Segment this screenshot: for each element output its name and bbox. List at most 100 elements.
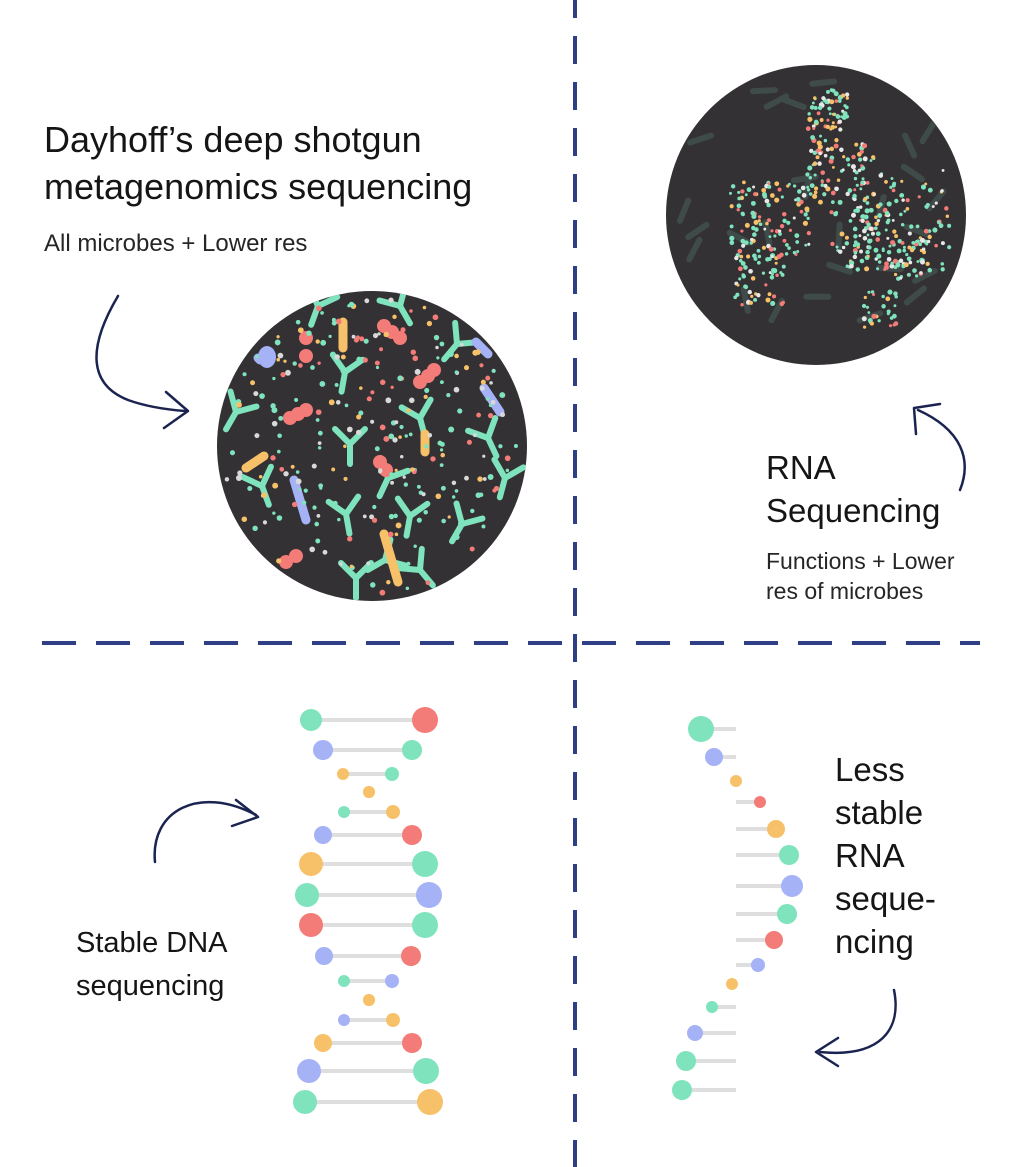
rna-speckle-dot <box>892 313 897 319</box>
speckle-dot <box>283 359 287 363</box>
rna-speckle-dot <box>769 275 775 280</box>
rna-speckle-dot <box>756 293 761 298</box>
speckle-dot <box>404 434 408 438</box>
faint-microbe-shape <box>903 285 927 306</box>
rna-speckle-dot <box>926 239 931 244</box>
rna-speckle-dot <box>807 112 811 116</box>
rna-speckle-dot <box>835 114 841 119</box>
cocci-chain-icon <box>299 349 313 363</box>
rna-speckle-dot <box>784 243 789 247</box>
rna-speckle-dot <box>841 168 845 172</box>
rna-speckle-dot <box>854 142 859 147</box>
rna-speckle-dot <box>742 180 746 185</box>
speckle-dot <box>272 511 276 515</box>
speckle-dot <box>390 480 395 485</box>
rna-speckle-dot <box>807 116 813 122</box>
y-microbe-arm <box>397 291 409 309</box>
rna-speckle-dot <box>821 96 826 101</box>
y-microbe-icon <box>465 415 500 460</box>
rna-speckle-dot <box>870 290 875 294</box>
rna-speckle-dot <box>741 243 746 248</box>
speckle-dot <box>351 334 356 339</box>
rna-speckle-dot <box>857 168 862 173</box>
nucleotide-dot <box>386 1013 400 1027</box>
speckle-dot <box>301 500 307 505</box>
rna-speckle-dot <box>860 164 863 168</box>
speckle-dot <box>425 580 431 586</box>
rna-speckle-dot <box>908 256 912 260</box>
rna-speckle-dot <box>852 226 858 232</box>
rna-speckle-dot <box>738 266 743 272</box>
rna-speckle-dot <box>817 144 823 150</box>
speckle-dot <box>457 520 464 527</box>
less-stable-rna-line3: RNA <box>835 837 905 874</box>
rna-speckle-dot <box>851 212 856 218</box>
rna-speckle-dot <box>893 291 898 296</box>
rod-microbe-icon <box>379 529 403 587</box>
rna-speckle-dot <box>804 206 810 212</box>
nucleotide-dot <box>413 1058 439 1084</box>
speckle-dot <box>389 472 394 477</box>
speckle-dot <box>453 386 460 393</box>
rna-speckle-dot <box>859 187 863 191</box>
rna-speckle-dot <box>767 256 772 262</box>
faint-microbe-shape <box>919 119 938 145</box>
rna-speckle-dot <box>878 173 884 178</box>
speckle-dot <box>424 387 430 393</box>
rna-speckle-dot <box>870 155 876 160</box>
rna-speckle-dot <box>745 254 751 259</box>
rna-speckle-dot <box>816 140 822 146</box>
speckle-dot <box>349 564 354 569</box>
cocci-chain-icon <box>299 403 313 417</box>
rna-speckle-dot <box>801 192 807 198</box>
rna-speckle-dot <box>757 254 762 259</box>
cocci-icon <box>258 346 276 368</box>
rna-speckle-dot <box>811 124 816 129</box>
rna-speckle-dot <box>847 188 853 193</box>
rna-speckle-dot <box>844 235 849 240</box>
nucleotide-dot <box>337 768 349 780</box>
rna-speckle-dot <box>895 262 901 268</box>
rna-speckle-dot <box>788 228 793 232</box>
rna-speckle-dot <box>813 190 818 195</box>
rna-speckle-dot <box>824 100 829 105</box>
speckle-dot <box>278 415 284 421</box>
speckle-dot <box>440 485 446 491</box>
speckle-dot <box>276 515 283 521</box>
speckle-dot <box>238 408 244 413</box>
rna-speckle-dot <box>792 184 797 188</box>
rna-speckle-dot <box>918 242 922 247</box>
rna-speckle-dot <box>944 206 949 211</box>
faint-microbe-shape <box>740 286 751 314</box>
y-microbe-arm <box>338 560 359 581</box>
speckle-dot <box>453 534 460 540</box>
rna-speckle-dot <box>872 192 876 196</box>
speckle-dot <box>345 367 350 373</box>
less-stable-rna-label: Less stable RNA seque- ncing <box>835 748 995 963</box>
speckle-dot <box>433 334 440 341</box>
rna-speckle-dot <box>905 198 910 203</box>
rna-speckle-dot <box>940 267 945 272</box>
rna-speckle-dot <box>932 227 938 233</box>
speckle-dot <box>414 368 421 375</box>
faint-microbe-shape <box>686 236 703 263</box>
rna-speckle-dot <box>845 264 850 268</box>
rna-speckle-dot <box>774 261 778 265</box>
rna-speckle-dot <box>782 238 787 243</box>
speckle-dot <box>454 370 459 375</box>
rna-speckle-dot <box>886 309 891 314</box>
rna-speckle-dot <box>781 211 787 217</box>
speckle-dot <box>259 393 265 399</box>
speckle-dot <box>340 354 346 360</box>
rna-speckle-dot <box>786 220 791 225</box>
speckle-dot <box>392 314 397 320</box>
rna-speckle-dot <box>856 242 861 247</box>
speckle-dot <box>426 320 433 327</box>
rna-speckle-dot <box>771 294 777 299</box>
rna-speckle-dot <box>817 105 823 111</box>
speckle-dot <box>290 464 295 469</box>
rna-speckle-dot <box>739 254 744 259</box>
nucleotide-dot <box>386 805 400 819</box>
rna-speckle-dot <box>768 235 772 239</box>
